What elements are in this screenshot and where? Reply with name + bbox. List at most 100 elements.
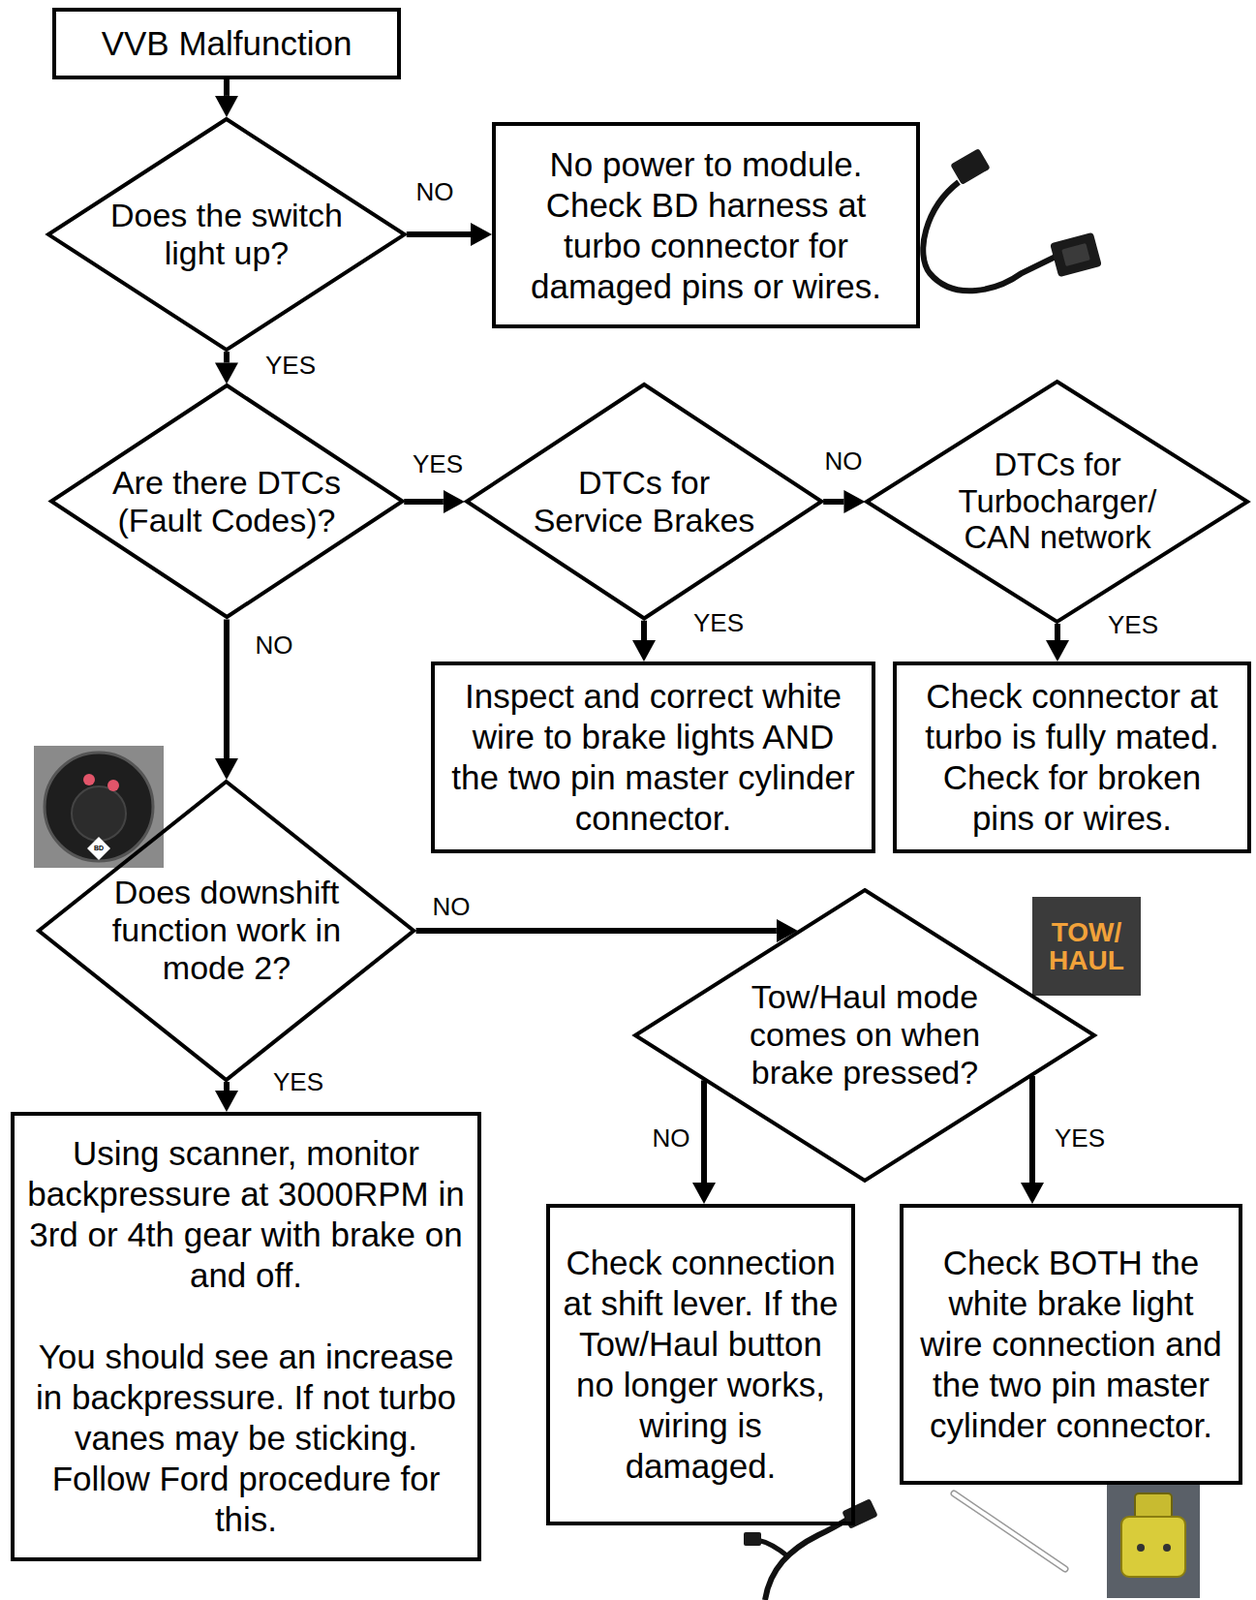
- harness-picture: [922, 148, 1103, 291]
- flow-arrow: [406, 231, 471, 238]
- decision-diamond: DTCs for Turbocharger/ CAN network: [864, 379, 1250, 624]
- wire-jacket: [953, 1493, 1066, 1569]
- process-box: Using scanner, monitor backpressure at 3…: [10, 1111, 482, 1562]
- node-text: Are there DTCs (Fault Codes)?: [105, 463, 348, 540]
- flow-arrow: [823, 498, 844, 505]
- branch-label: YES: [409, 450, 466, 479]
- decision-diamond: Tow/Haul mode comes on when brake presse…: [633, 888, 1097, 1183]
- flow-arrow: [1029, 1075, 1036, 1183]
- process-box: Check BOTH the white brake light wire co…: [899, 1203, 1243, 1485]
- photo-ground: [1106, 1484, 1200, 1598]
- branch-label: YES: [1051, 1124, 1108, 1153]
- branch-label: NO: [413, 178, 458, 207]
- connector-pin: [1136, 1543, 1145, 1552]
- flow-arrow: [223, 1081, 230, 1091]
- process-box: Check connection at shift lever. If the …: [546, 1203, 856, 1526]
- connector-face: [1061, 243, 1091, 267]
- diamond-border: [466, 384, 822, 619]
- harness-connector: [1049, 232, 1103, 278]
- switch-led: [83, 773, 95, 786]
- process-box: Check connector at turbo is fully mated.…: [892, 661, 1252, 854]
- branch-label: YES: [262, 351, 319, 380]
- node-label: Are there DTCs (Fault Codes)?: [105, 463, 348, 540]
- decision-diamond: Are there DTCs (Fault Codes)?: [49, 383, 405, 619]
- harness-cable: [757, 1539, 790, 1558]
- node-label: Inspect and correct white wire to brake …: [446, 675, 860, 839]
- branch-label: YES: [270, 1068, 327, 1097]
- connector-pin: [1163, 1543, 1171, 1552]
- decision-diamond: DTCs for Service Brakes: [464, 382, 824, 621]
- flow-arrow: [223, 79, 230, 96]
- node-text: Using scanner, monitor backpressure at 3…: [26, 1133, 466, 1540]
- flow-arrow: [403, 498, 444, 505]
- white-wire: [953, 1493, 1066, 1569]
- decision-diamond: Does downshift function work in mode 2?: [36, 779, 416, 1082]
- branch-label: YES: [690, 609, 747, 638]
- node-text: VVB Malfunction: [101, 23, 353, 64]
- flow-arrow: [223, 619, 230, 759]
- logo-badge: [87, 836, 111, 860]
- flow-arrow: [223, 351, 230, 363]
- harness-picture: [743, 1498, 879, 1600]
- node-label: DTCs for Turbocharger/ CAN network: [948, 446, 1166, 556]
- node-label: DTCs for Service Brakes: [527, 463, 761, 540]
- branch-label: NO: [649, 1124, 694, 1153]
- diamond-border: [48, 119, 405, 350]
- decision-diamond: Does the switch light up?: [46, 117, 407, 352]
- node-label: Does downshift function work in mode 2?: [107, 873, 345, 987]
- branch-label: NO: [429, 892, 474, 921]
- connector-latch: [1134, 1493, 1172, 1519]
- node-text: DTCs for Turbocharger/ CAN network: [948, 446, 1166, 556]
- node-label: No power to module. Check BD harness at …: [507, 144, 905, 307]
- branch-label: NO: [252, 631, 297, 660]
- branch-label: NO: [822, 447, 866, 476]
- flow-arrow: [1054, 623, 1061, 641]
- node-text: Inspect and correct white wire to brake …: [446, 675, 860, 839]
- process-box: Inspect and correct white wire to brake …: [430, 661, 876, 854]
- switch-bezel: [44, 752, 154, 861]
- flow-arrow: [701, 1079, 707, 1183]
- node-label: Check BOTH the white brake light wire co…: [915, 1242, 1227, 1446]
- connector-picture: [1106, 1484, 1200, 1598]
- logo-text: BD: [87, 840, 111, 857]
- switch-knob: [71, 786, 126, 841]
- diamond-border: [38, 781, 414, 1080]
- harness-cable: [922, 182, 1058, 291]
- indicator-text: TOW/ HAUL: [1032, 896, 1141, 996]
- node-label: Check connector at turbo is fully mated.…: [908, 675, 1236, 839]
- harness-connector: [949, 148, 990, 185]
- connector-body: [1121, 1516, 1186, 1577]
- wire-picture: [953, 1493, 1066, 1569]
- node-text: DTCs for Service Brakes: [527, 463, 761, 540]
- node-text: Check BOTH the white brake light wire co…: [915, 1242, 1227, 1446]
- branch-label: YES: [1104, 611, 1162, 640]
- node-text: Does the switch light up?: [105, 196, 348, 273]
- node-text: Tow/Haul mode comes on when brake presse…: [704, 978, 1025, 1092]
- node-text: Check connector at turbo is fully mated.…: [908, 675, 1236, 839]
- switch-led: [107, 779, 120, 792]
- flow-arrow: [641, 620, 647, 641]
- process-box: VVB Malfunction: [52, 7, 401, 80]
- node-label: VVB Malfunction: [101, 23, 353, 64]
- diamond-border: [866, 381, 1248, 622]
- node-label: Using scanner, monitor backpressure at 3…: [26, 1133, 466, 1296]
- diamond-border: [635, 889, 1095, 1181]
- node-text: Check connection at shift lever. If the …: [561, 1242, 840, 1487]
- photo-ground: [1032, 896, 1141, 996]
- harness-connector: [743, 1531, 762, 1546]
- flow-arrow: [416, 927, 777, 934]
- node-label: Does the switch light up?: [105, 196, 348, 273]
- process-box: No power to module. Check BD harness at …: [491, 122, 920, 329]
- node-label: Check connection at shift lever. If the …: [561, 1242, 840, 1487]
- node-text: Does downshift function work in mode 2?: [107, 873, 345, 987]
- harness-cable: [765, 1516, 853, 1600]
- tow-haul-picture: [1032, 896, 1141, 996]
- node-label: You should see an increase in backpressu…: [26, 1336, 466, 1540]
- node-label: Tow/Haul mode comes on when brake presse…: [704, 978, 1025, 1092]
- node-text: No power to module. Check BD harness at …: [507, 144, 905, 307]
- diamond-border: [51, 385, 403, 617]
